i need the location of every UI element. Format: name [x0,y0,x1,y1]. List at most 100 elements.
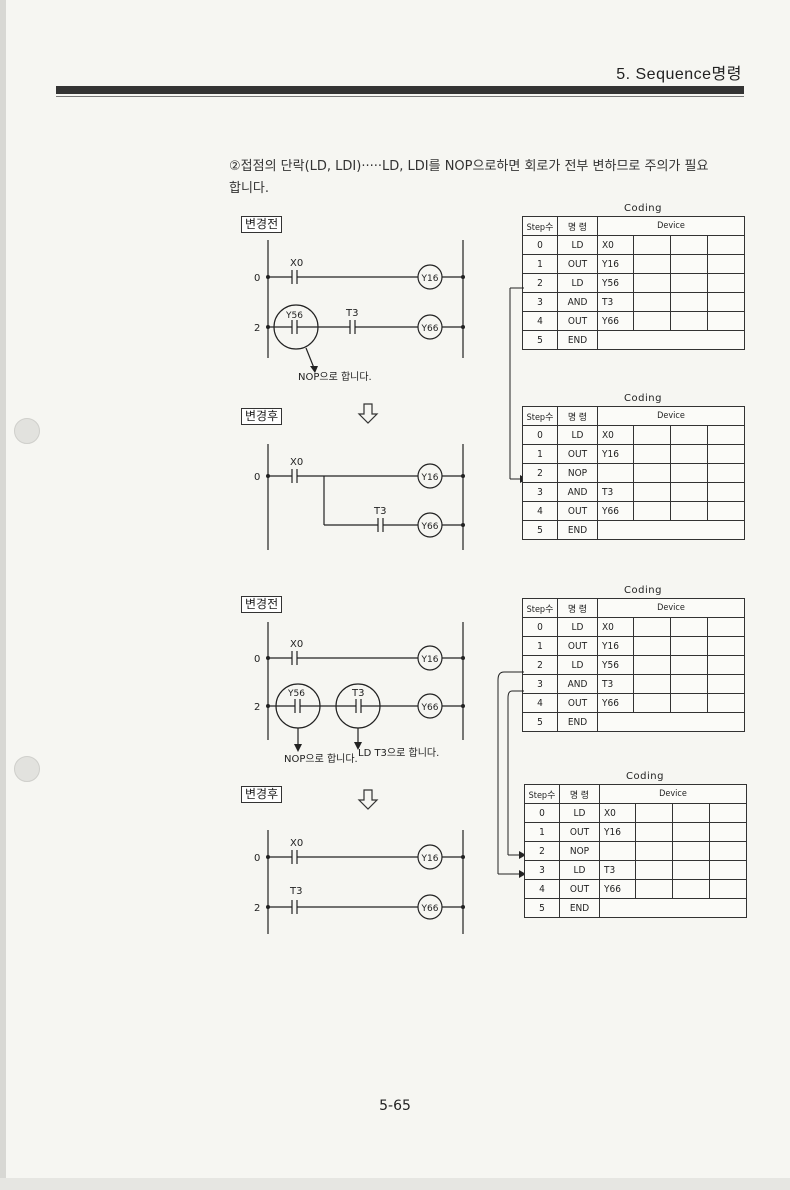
coil-label: Y66 [421,703,439,713]
cell-step: 1 [522,444,558,464]
coil-label: Y66 [421,522,439,532]
cell-step: 1 [522,636,558,656]
col-instruction: 명 령 [559,784,600,804]
cell-op: OUT [559,822,600,842]
cell-device: T3 [597,292,634,312]
cell-op: NOP [559,841,600,861]
cell-device: T3 [599,860,636,880]
col-instruction: 명 령 [557,406,598,426]
contact-label: X0 [290,639,303,650]
down-arrow-icon [357,789,379,810]
step-label: 2 [254,702,260,713]
label-after-2: 변경후 [241,786,283,803]
cell-op: END [557,520,598,540]
header-rule-thin [56,96,744,97]
label-after-1: 변경후 [241,408,283,425]
cell-op: OUT [557,693,598,713]
contact-label: T3 [289,886,302,897]
cell-step: 0 [522,617,558,637]
cell-op: LD [557,235,598,255]
nop-annotation: NOP으로 합니다. [284,753,358,765]
cell-step: 5 [522,520,558,540]
col-device: Device [596,406,746,426]
contact-label: T3 [373,506,386,517]
col-device: Device [596,216,746,236]
cell-op: AND [557,482,598,502]
cell-step: 0 [522,425,558,445]
page-bottom-edge [0,1178,790,1190]
cell-device: Y56 [597,655,634,675]
cell-step: 5 [524,898,560,918]
cell-op: NOP [557,463,598,483]
nop-annotation: NOP으로 합니다. [298,371,372,383]
contact-label: X0 [290,258,303,269]
header-rule [56,86,744,94]
cell-op: LD [557,655,598,675]
col-device: Device [598,784,748,804]
cell-op: LD [557,425,598,445]
coding-title: Coding [624,393,662,404]
cell-device: Y16 [599,822,636,842]
cell-step: 3 [522,482,558,502]
label-before-2: 변경전 [241,596,283,613]
instruction-note: ②접점의 단락(LD, LDI)·····LD, LDI를 NOP으로하면 회로… [229,156,749,200]
cell-op: AND [557,292,598,312]
cell-device: Y66 [597,501,634,521]
step-label: 0 [254,853,260,864]
cell-step: 1 [524,822,560,842]
contact-label: Y56 [287,689,305,699]
coil-label: Y66 [421,324,439,334]
cell-step: 0 [524,803,560,823]
col-step: Step수 [522,598,558,618]
cell-step: 2 [522,463,558,483]
cell-step: 4 [524,879,560,899]
col-step: Step수 [524,784,560,804]
ld-annotation: LD T3으로 합니다. [358,747,439,759]
cell-device: T3 [597,482,634,502]
cell-op: OUT [557,311,598,331]
coding-title: Coding [626,771,664,782]
coding-title: Coding [624,203,662,214]
cell-op: OUT [557,501,598,521]
step-label: 2 [254,323,260,334]
cell-step: 3 [524,860,560,880]
cell-op: END [557,330,598,350]
cell-op: OUT [557,444,598,464]
col-step: Step수 [522,406,558,426]
ladder-diagram-4: 0 X0 Y16 2 T3 Y66 [254,830,465,934]
cell-device: Y56 [597,273,634,293]
step-label: 0 [254,472,260,483]
note-line-2: 합니다. [229,181,270,196]
cell-op: LD [559,803,600,823]
contact-label: X0 [290,838,303,849]
cell-device [597,463,634,483]
cell-device: T3 [597,674,634,694]
down-arrow-icon [357,403,379,424]
cell-device: Y16 [597,636,634,656]
coding-title: Coding [624,585,662,596]
cell-device: Y16 [597,254,634,274]
cell-device: Y66 [597,693,634,713]
contact-label: Y56 [285,311,303,321]
coil-label: Y66 [421,904,439,914]
col-device: Device [596,598,746,618]
